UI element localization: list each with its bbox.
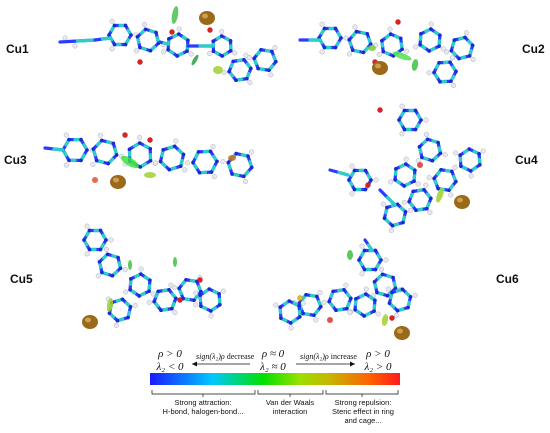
panel-label-cu5: Cu5 <box>10 272 33 286</box>
left-arrow-expr: sign(λ₂)ρ <box>196 352 225 361</box>
left-condition-lambda: λ₂ < 0 <box>156 361 184 373</box>
region-strong-attraction: Strong attraction: H-bond, halogen-bond.… <box>162 398 244 416</box>
sign-lambda2-rho-colorbar <box>150 373 400 385</box>
right-arrow-expr: sign(λ₂)ρ <box>300 352 329 361</box>
right-arrow-label: sign(λ₂)ρ increase <box>300 352 357 361</box>
region-brackets <box>151 390 399 397</box>
left-condition: ρ > 0 λ₂ < 0 <box>150 348 190 374</box>
molecule-cu5 <box>82 223 226 329</box>
direction-arrows <box>192 361 355 367</box>
rdg-color-legend: ρ > 0 λ₂ < 0 ρ ≈ 0 λ₂ ≈ 0 ρ > 0 λ₂ > 0 s… <box>0 340 550 433</box>
molecule-renderings <box>43 6 486 340</box>
left-condition-rho: ρ > 0 <box>158 348 182 360</box>
right-condition-rho: ρ > 0 <box>366 348 390 360</box>
molecule-cu6 <box>273 238 418 340</box>
region-strong-repulsion: Strong repulsion: Steric effect in ring … <box>332 398 394 425</box>
middle-condition-lambda: λ₂ ≈ 0 <box>260 361 286 373</box>
molecule-cu2 <box>298 19 476 88</box>
right-condition-lambda: λ₂ > 0 <box>364 361 392 373</box>
left-arrow-word: decrease <box>226 352 255 361</box>
panel-label-cu2: Cu2 <box>522 42 545 56</box>
panel-label-cu4: Cu4 <box>515 153 538 167</box>
middle-condition-rho: ρ ≈ 0 <box>261 348 285 360</box>
right-arrow-word: increase <box>330 352 357 361</box>
panel-label-cu3: Cu3 <box>4 153 27 167</box>
region-van-der-waals: Van der Waals interaction <box>265 398 315 416</box>
left-arrow-label: sign(λ₂)ρ decrease <box>196 352 254 361</box>
panel-label-cu6: Cu6 <box>496 272 519 286</box>
middle-condition: ρ ≈ 0 λ₂ ≈ 0 <box>253 348 293 374</box>
molecule-cu4 <box>328 103 486 234</box>
right-condition: ρ > 0 λ₂ > 0 <box>358 348 398 374</box>
panel-label-cu1: Cu1 <box>6 42 29 56</box>
molecule-cu1 <box>58 6 278 86</box>
molecule-cu3 <box>43 132 255 189</box>
